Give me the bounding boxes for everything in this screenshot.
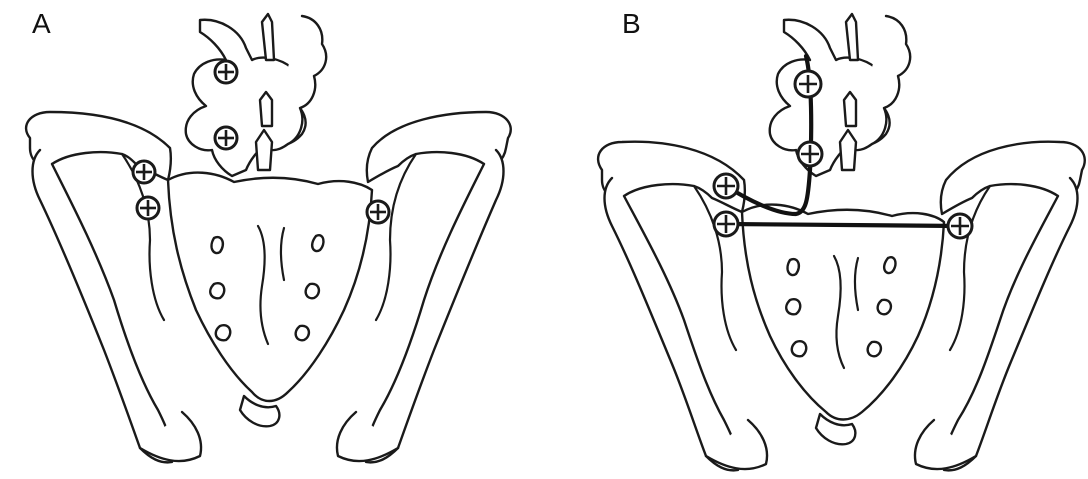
screw-a3 <box>133 161 155 183</box>
screw-a5 <box>367 201 389 223</box>
screw-b2 <box>798 142 822 166</box>
panel-a: A <box>0 0 544 479</box>
screw-b1 <box>795 71 821 97</box>
panel-b: B <box>544 0 1088 479</box>
pelvis-drawing-b <box>544 0 1088 479</box>
pelvis-outline-b <box>598 14 1085 470</box>
screw-b4 <box>714 212 738 236</box>
screw-a1 <box>215 61 237 83</box>
horizontal-rod-b <box>726 224 960 226</box>
pelvis-outline-a <box>26 14 511 462</box>
screw-b5 <box>948 214 972 238</box>
screw-b3 <box>714 174 738 198</box>
screw-a2 <box>215 127 237 149</box>
screw-a4 <box>137 197 159 219</box>
pelvis-drawing-a <box>0 0 544 479</box>
